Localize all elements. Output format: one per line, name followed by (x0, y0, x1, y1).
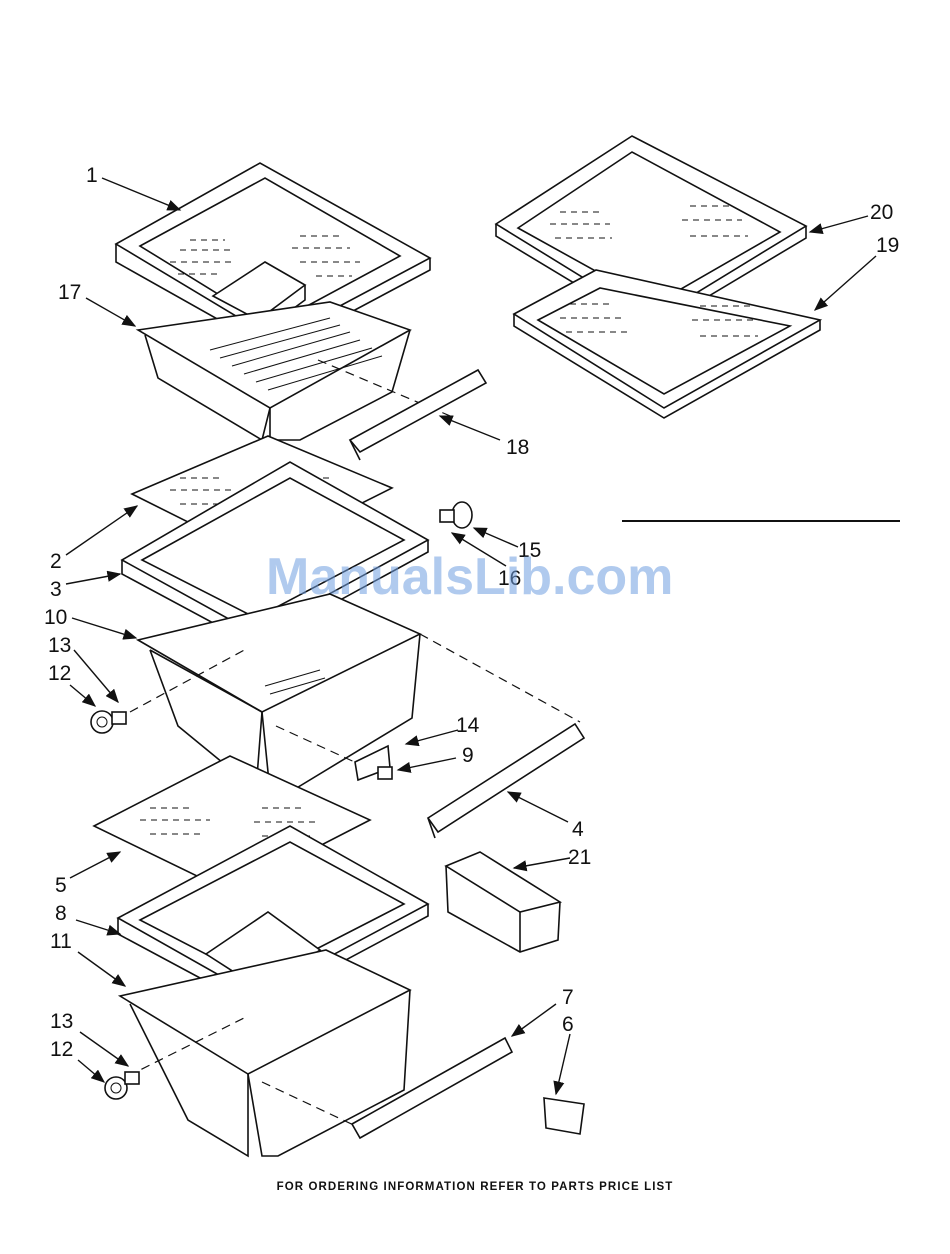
callout-6: 6 (562, 1013, 574, 1036)
callout-11: 11 (50, 930, 72, 953)
callout-4: 4 (572, 818, 584, 841)
callout-13-lower: 13 (50, 1010, 73, 1033)
callout-17: 17 (58, 281, 81, 304)
callout-13-upper: 13 (48, 634, 71, 657)
part-12-knob-lower (105, 1072, 139, 1099)
part-15-roller (440, 502, 472, 528)
callout-3: 3 (50, 578, 62, 601)
callout-8: 8 (55, 902, 67, 925)
callout-12-upper: 12 (48, 662, 71, 685)
part-21-bin (446, 852, 560, 952)
watermark: ManualsLib.com (266, 548, 673, 606)
part-9-clip (378, 767, 392, 779)
part-6-bracket (544, 1098, 584, 1134)
callout-20: 20 (870, 201, 893, 224)
callout-12-lower: 12 (50, 1038, 73, 1061)
part-18-trim (350, 370, 486, 460)
callout-19: 19 (876, 234, 899, 257)
part-12-knob-upper (91, 711, 126, 733)
part-4-trim (428, 724, 584, 838)
callout-9: 9 (462, 744, 474, 767)
part-17-tray (138, 302, 410, 440)
callout-7: 7 (562, 986, 574, 1009)
part-7-trim (352, 1038, 512, 1138)
part-19-shelf (514, 270, 820, 418)
callout-2: 2 (50, 550, 62, 573)
callout-1: 1 (86, 164, 98, 187)
callout-21: 21 (568, 846, 591, 869)
callout-18: 18 (506, 436, 529, 459)
callout-10: 10 (44, 606, 67, 629)
callout-14: 14 (456, 714, 480, 737)
footer-note: FOR ORDERING INFORMATION REFER TO PARTS … (0, 1181, 950, 1193)
callout-5: 5 (55, 874, 67, 897)
